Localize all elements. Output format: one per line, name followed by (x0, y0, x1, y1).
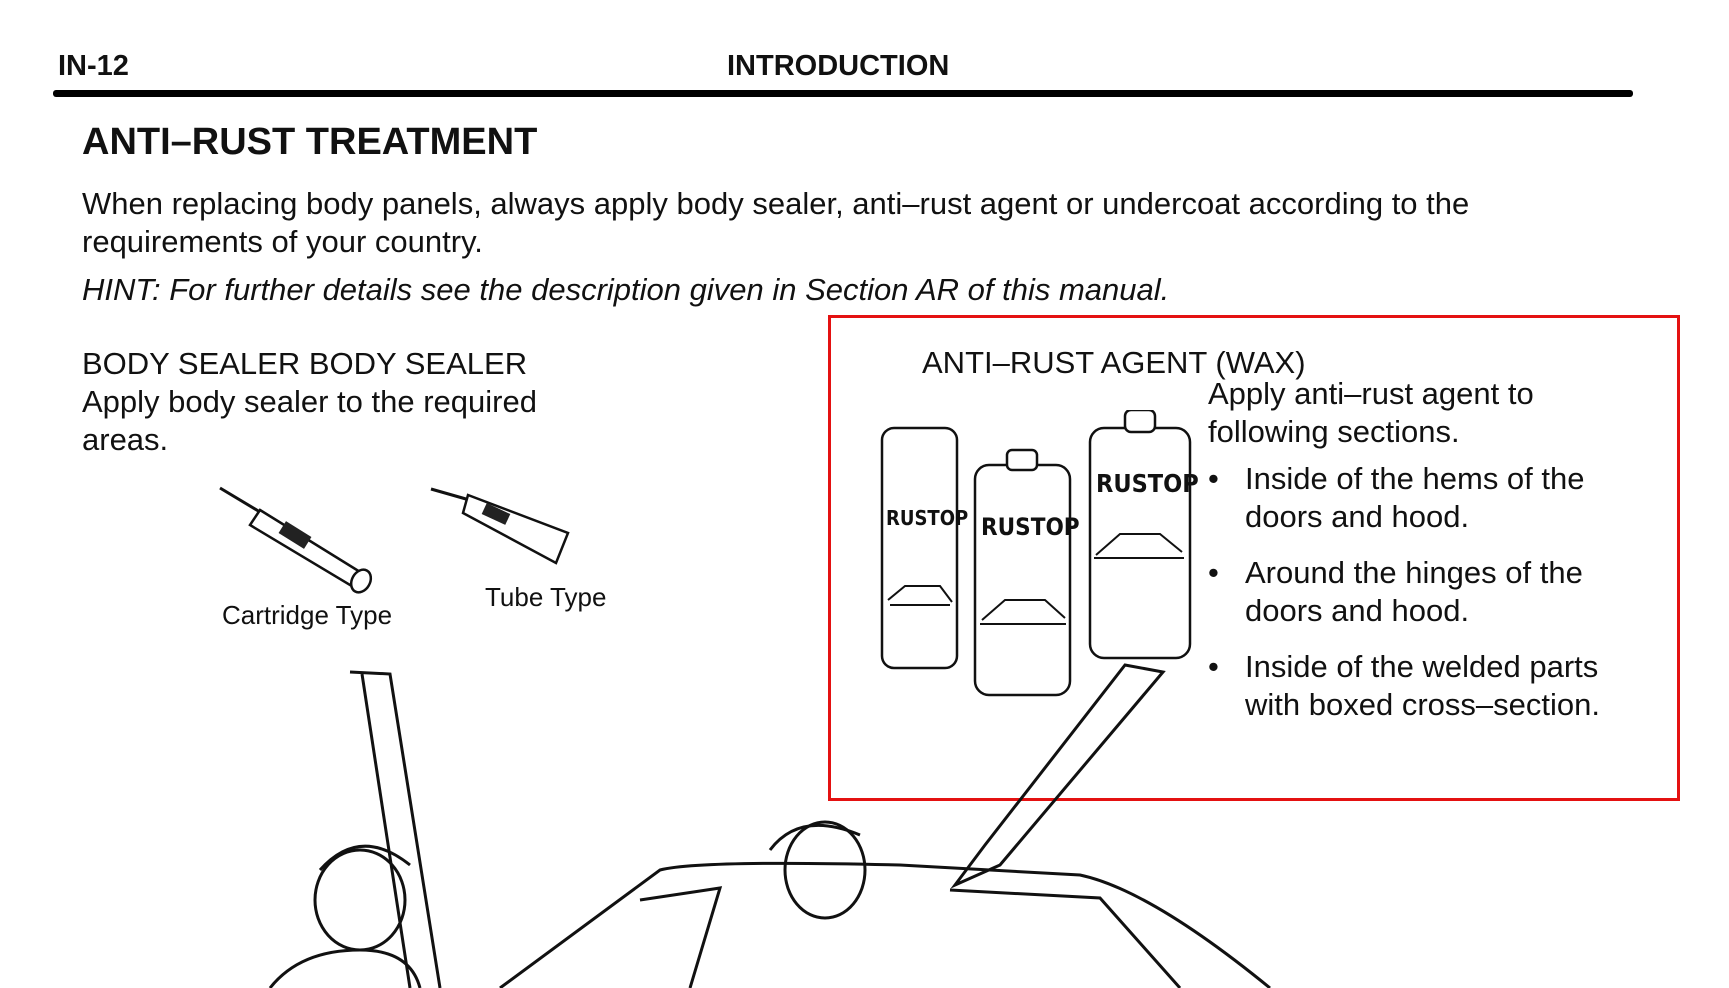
page-title: ANTI–RUST TREATMENT (82, 121, 538, 163)
highlight-box (828, 315, 1680, 801)
can-label: RUSTOP (981, 513, 1080, 541)
rustop-cans-illustration: RUSTOP RUSTOP RUSTOP (880, 410, 1199, 697)
intro-paragraph: When replacing body panels, always apply… (82, 186, 1470, 259)
list-item: Inside of the welded parts with boxed cr… (1208, 648, 1658, 724)
caption-tube-type: Tube Type (485, 582, 607, 612)
can-label: RUSTOP (886, 506, 968, 530)
list-item: Inside of the hems of the doors and hood… (1208, 460, 1658, 536)
body-sealer-heading: BODY SEALER BODY SEALER (82, 346, 528, 381)
tube-illustration (430, 487, 570, 565)
header-rule (53, 90, 1633, 97)
page-number: IN-12 (58, 50, 129, 82)
car-and-mechanics-illustration (268, 663, 1271, 988)
list-item: Around the hinges of the doors and hood. (1208, 554, 1658, 630)
body-sealer-text: Apply body sealer to the required areas. (82, 384, 537, 457)
hint-text: HINT: For further details see the descri… (82, 272, 1170, 307)
anti-rust-text: Apply anti–rust agent to following secti… (1208, 376, 1534, 449)
can-label: RUSTOP (1096, 469, 1199, 498)
anti-rust-list: Inside of the hems of the doors and hood… (1208, 460, 1658, 742)
cartridge-illustration (219, 486, 373, 594)
anti-rust-heading: ANTI–RUST AGENT (WAX) (922, 345, 1306, 380)
section-header: INTRODUCTION (727, 50, 950, 82)
caption-cartridge-type: Cartridge Type (222, 600, 393, 630)
